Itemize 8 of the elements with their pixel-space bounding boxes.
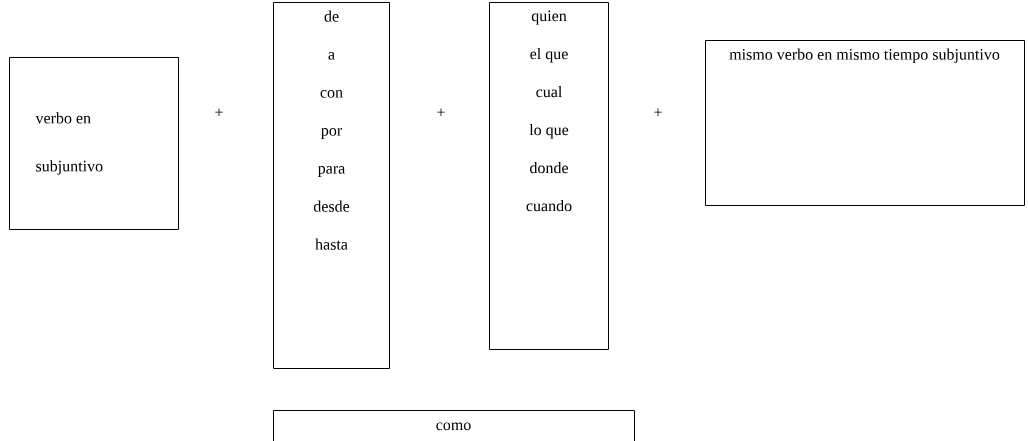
text-box: mismo verbo en mismo tiempo subjuntivo <box>705 40 1025 206</box>
text-box: como <box>273 410 635 441</box>
text-box: de a con por para desde hasta <box>273 2 390 369</box>
plus-sign: + <box>654 108 662 116</box>
text-box: verbo en subjuntivo <box>9 57 179 230</box>
text-box: quien el que cual lo que donde cuando <box>489 2 609 350</box>
plus-sign: + <box>437 108 445 116</box>
plus-sign: + <box>215 108 223 116</box>
